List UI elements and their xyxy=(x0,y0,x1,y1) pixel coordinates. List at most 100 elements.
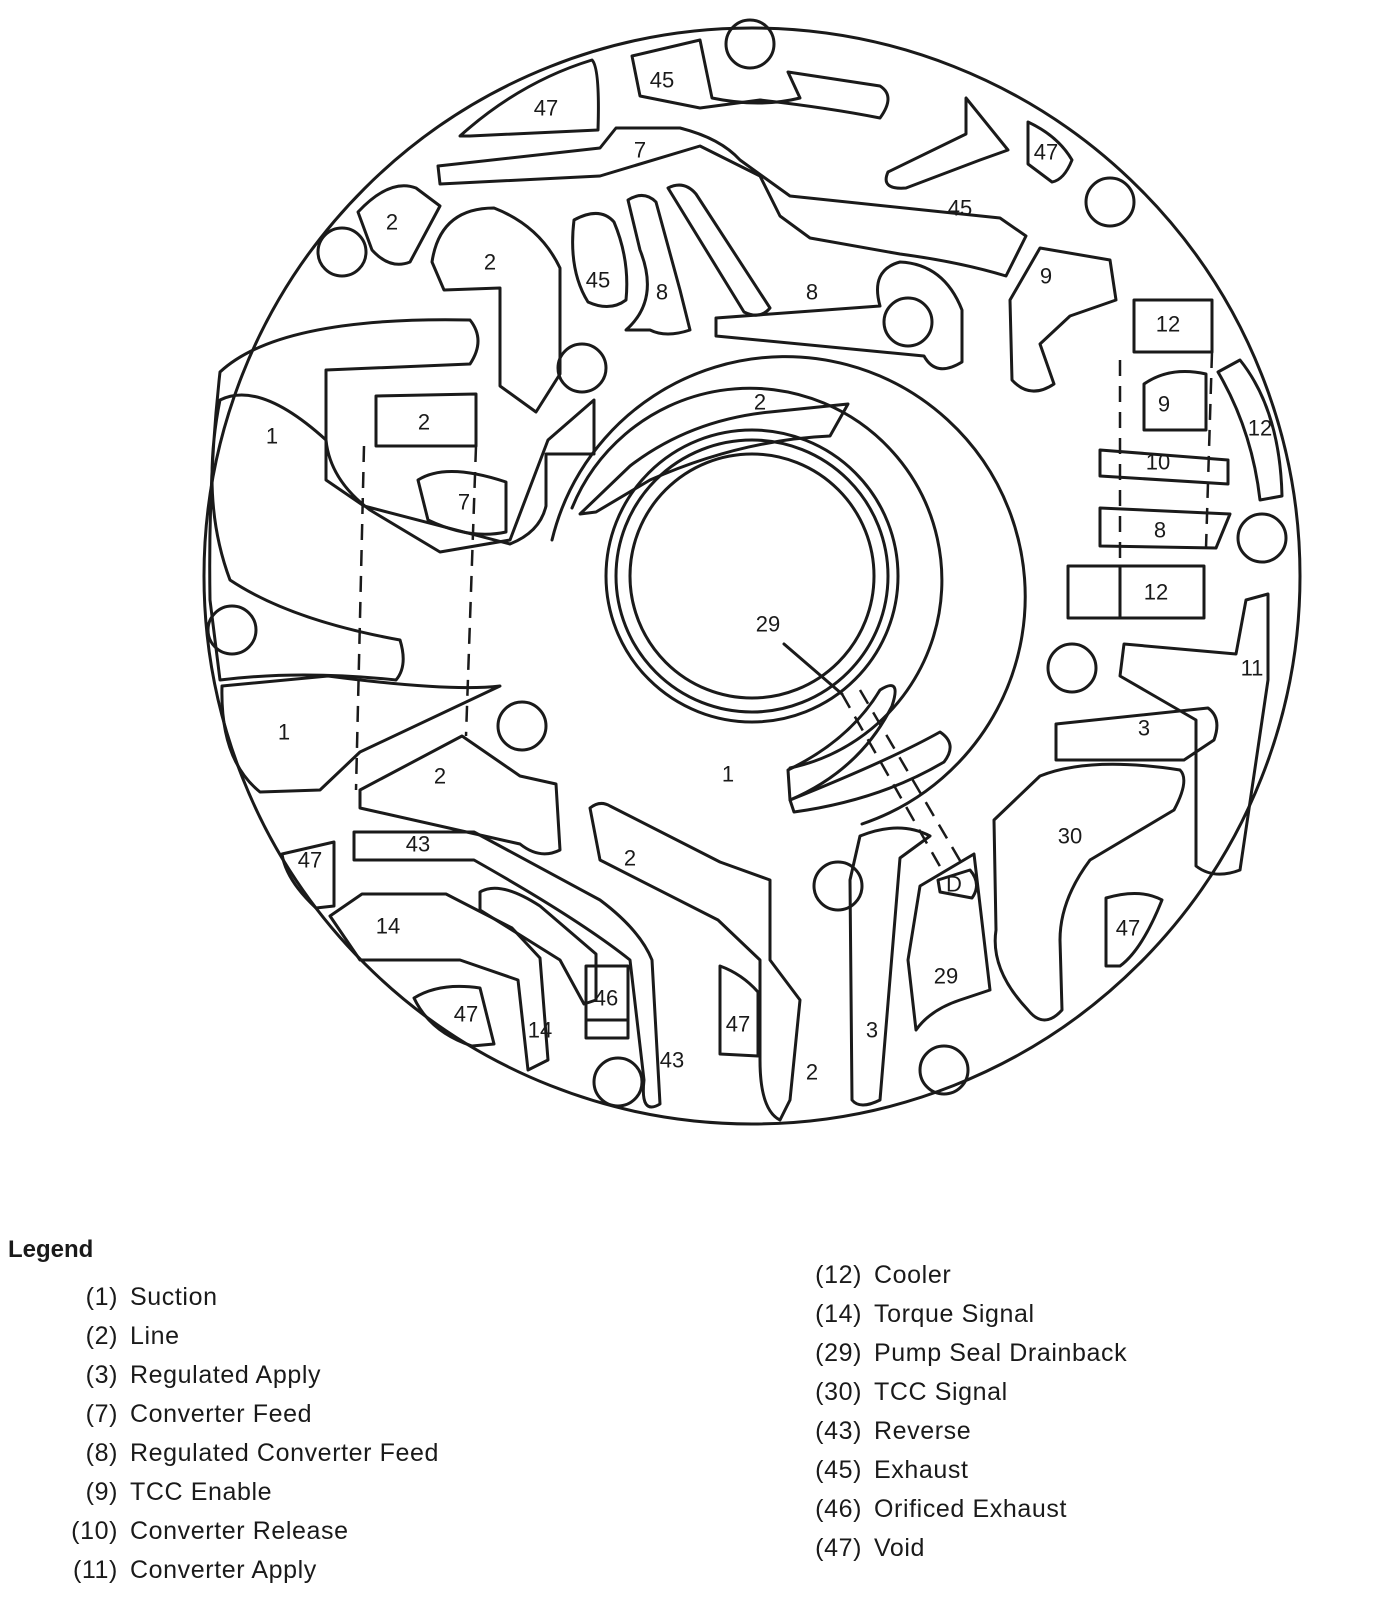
pocket-1-lower xyxy=(220,674,502,794)
pocket-29-lower xyxy=(906,852,992,1032)
legend-label: Torque Signal xyxy=(874,1300,1035,1328)
legend-code: (14) xyxy=(815,1300,862,1328)
pocket-7-mid xyxy=(416,470,508,536)
legend-item: (45) Exhaust xyxy=(800,1451,1127,1490)
diagram-label: 29 xyxy=(934,964,958,989)
legend-code: (9) xyxy=(85,1478,118,1506)
bore-ring-outer xyxy=(604,428,900,724)
bolt-hole xyxy=(592,1056,644,1108)
legend-item: (47)Void xyxy=(800,1529,1127,1568)
channel-46 xyxy=(478,886,598,1006)
pocket-47-lower-right xyxy=(1104,892,1164,968)
legend-item: (46)Orificed Exhaust xyxy=(800,1490,1127,1529)
dashed-passage xyxy=(858,689,964,865)
legend-code: (47) xyxy=(815,1534,862,1562)
diagram-label: 2 xyxy=(418,410,430,435)
bore-ring xyxy=(614,438,890,714)
diagram-label: 45 xyxy=(586,268,610,293)
bolt-hole xyxy=(1236,512,1288,564)
legend-label: Reverse xyxy=(874,1417,972,1445)
diagram-label: 12 xyxy=(1248,416,1272,441)
diagram-label: 47 xyxy=(454,1002,478,1027)
suction-ring-arc xyxy=(550,355,1027,826)
legend-code: (2) xyxy=(85,1322,118,1350)
legend-item: (14) Torque Signal xyxy=(800,1295,1127,1334)
legend-item: (8) Regulated Converter Feed xyxy=(48,1434,439,1473)
bolt-hole xyxy=(882,296,934,348)
diagram-label: 1 xyxy=(722,762,734,787)
channel-3-bottom xyxy=(848,826,932,1107)
legend-code: (1) xyxy=(85,1283,118,1311)
diagram-label: 47 xyxy=(726,1012,750,1037)
pocket-1-upper xyxy=(208,318,596,682)
bolt-hole xyxy=(496,700,548,752)
leader-line-29 xyxy=(782,642,844,696)
channel-8-b xyxy=(666,183,772,317)
pocket-12-lower xyxy=(1066,564,1206,620)
pocket-30 xyxy=(992,762,1186,1022)
diagram-label: 1 xyxy=(278,720,290,745)
diagram-label: 11 xyxy=(1241,656,1264,681)
channel-7-top xyxy=(436,126,1028,278)
pocket-47-lower-mid xyxy=(718,964,760,1058)
bore-inner xyxy=(628,452,876,700)
legend-label: Pump Seal Drainback xyxy=(874,1339,1128,1367)
pocket-47-tr xyxy=(1026,120,1074,184)
legend-label: Converter Feed xyxy=(130,1400,313,1428)
bolt-hole xyxy=(724,18,776,70)
channel-11 xyxy=(1118,592,1270,876)
diagram-label: 3 xyxy=(1138,716,1150,741)
diagram-label: D xyxy=(946,872,962,897)
legend-item: (7) Converter Feed xyxy=(48,1395,439,1434)
legend-item: (9)TCC Enable xyxy=(48,1473,439,1512)
pocket-9-box xyxy=(1142,370,1208,432)
diagram-label: 43 xyxy=(406,832,430,857)
pocket-2-lower xyxy=(358,734,562,856)
diagram-label: 1 xyxy=(266,424,278,449)
legend-code: (10) xyxy=(71,1517,118,1545)
legend-label: Exhaust xyxy=(874,1456,969,1484)
channel-43-upper xyxy=(352,830,662,1109)
diagram-label: 47 xyxy=(534,96,558,121)
channel-8-a xyxy=(624,194,692,336)
pocket-12-arc xyxy=(1216,358,1284,502)
pocket-47-lower-left xyxy=(412,984,496,1048)
diagram-label: 47 xyxy=(1116,916,1140,941)
dashed-passage xyxy=(1204,351,1214,549)
legend-label: Regulated Converter Feed xyxy=(130,1439,440,1467)
crescent-slot-outer xyxy=(788,730,952,814)
pocket-2-upper xyxy=(430,206,562,414)
legend-label: Converter Release xyxy=(130,1517,349,1545)
legend-code: (12) xyxy=(815,1261,862,1289)
legend-code: (3) xyxy=(85,1361,118,1389)
diagram-label: 29 xyxy=(756,612,780,637)
diagram-label: 12 xyxy=(1144,580,1168,605)
diagram-label: 14 xyxy=(528,1018,552,1043)
legend-item: (43)Reverse xyxy=(800,1412,1127,1451)
legend-code: (7) xyxy=(85,1400,118,1428)
diagram-label: 45 xyxy=(948,196,972,221)
diagram-label: 2 xyxy=(386,210,398,235)
diagram-label: 8 xyxy=(806,280,818,305)
legend-item: (10) Converter Release xyxy=(48,1512,439,1551)
legend-item: (2)Line xyxy=(48,1317,439,1356)
legend-code: (46) xyxy=(815,1495,862,1523)
legend-item: (11)Converter Apply xyxy=(48,1551,439,1590)
legend-code: (30) xyxy=(815,1378,862,1406)
legend-item: (30)TCC Signal xyxy=(800,1373,1127,1412)
legend-label: Cooler xyxy=(874,1261,952,1289)
bolt-hole xyxy=(316,226,368,278)
legend-code: (8) xyxy=(85,1439,118,1467)
dashed-passage xyxy=(840,693,944,871)
diagram-label: 3 xyxy=(866,1018,878,1043)
legend-item: (12) Cooler xyxy=(800,1256,1127,1295)
pocket-47-top xyxy=(458,58,600,138)
bolt-hole xyxy=(1084,176,1136,228)
bolt-hole xyxy=(206,604,258,656)
diagram-label: 45 xyxy=(650,68,674,93)
diagram-label: 2 xyxy=(484,250,496,275)
legend-code: (45) xyxy=(815,1456,862,1484)
outer-housing-edge xyxy=(202,26,1302,1126)
pump-cover-diagram: 45 47 47 7 2 2 45 45 8 8 9 12 9 12 1 2 2… xyxy=(202,18,1302,1126)
pocket-45-right xyxy=(884,96,1010,190)
